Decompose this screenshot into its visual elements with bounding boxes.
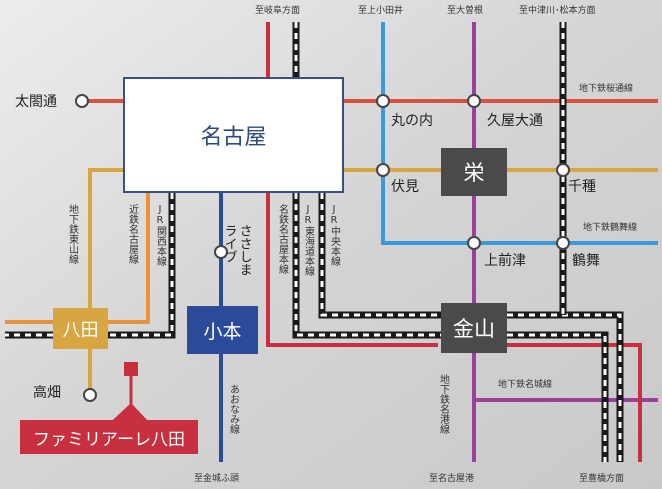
station-box-komoto[interactable]: 小本 bbox=[187, 306, 258, 354]
line-jr-kansai bbox=[108, 193, 174, 337]
direction-gifu: 至岐阜方面 bbox=[255, 6, 301, 16]
station-label-hisayaodori: 久屋大通 bbox=[487, 113, 543, 129]
station-markers bbox=[75, 94, 570, 422]
station-dot-hisayaodori[interactable] bbox=[467, 94, 481, 108]
station-label-nagoya: 名古屋 bbox=[200, 125, 267, 150]
line-label-tokaido: JR東海道本線 bbox=[302, 204, 314, 276]
line-jr-chuo bbox=[320, 193, 441, 317]
line-label-tsurumai: 地下鉄鶴舞線 bbox=[583, 223, 638, 233]
line-label-aonami: あおなみ線 bbox=[227, 384, 239, 434]
line-kintetsu bbox=[108, 193, 150, 324]
direction-nakatsugawa: 至中津川･松本方面 bbox=[519, 6, 596, 16]
station-dot-marunouchi[interactable] bbox=[376, 94, 390, 108]
line-label-chuo: JR中央本線 bbox=[328, 204, 340, 266]
station-box-kanayama[interactable]: 金山 bbox=[441, 303, 507, 353]
property-marker[interactable] bbox=[124, 362, 138, 376]
station-box-hatta[interactable]: 八田 bbox=[53, 308, 108, 349]
line-label-meiko: 地下鉄名港線 bbox=[437, 374, 449, 434]
direction-kamiotai: 至上小田井 bbox=[358, 6, 404, 16]
station-dot-chikusa[interactable] bbox=[556, 163, 570, 177]
station-dot-tsurumai[interactable] bbox=[556, 236, 570, 250]
line-jr-tokaido-s bbox=[294, 193, 441, 337]
direction-toyohashi: 至豊橋方面 bbox=[579, 474, 625, 484]
station-label-marunouchi: 丸の内 bbox=[391, 113, 433, 129]
line-meitetsu-e bbox=[507, 343, 642, 462]
line-label-meitetsu: 名鉄名古屋本線 bbox=[276, 204, 288, 274]
direction-kinjofuto: 至金城ふ頭 bbox=[194, 474, 240, 484]
station-label-hatta: 八田 bbox=[62, 319, 99, 341]
line-label-kintetsu: 近鉄名古屋線 bbox=[126, 204, 138, 264]
station-label-kamimaezu: 上前津 bbox=[484, 253, 526, 269]
station-label-fushimi: 伏見 bbox=[391, 179, 419, 195]
line-label-meijo: 地下鉄名城線 bbox=[498, 380, 553, 390]
direction-nagoyako: 至名古屋港 bbox=[429, 474, 475, 484]
line-jr-chuo-e bbox=[507, 313, 622, 462]
station-label-sasashima-1: ささしま bbox=[236, 224, 252, 276]
property-box[interactable]: ファミリアーレ八田 bbox=[20, 420, 198, 454]
direction-ozone: 至大曽根 bbox=[447, 6, 484, 16]
station-label-takabata: 高畑 bbox=[33, 385, 61, 401]
station-dot-taikodori[interactable] bbox=[75, 94, 89, 108]
line-label-kansai: JR関西本線 bbox=[154, 204, 166, 266]
station-dot-sasashima[interactable] bbox=[214, 245, 228, 259]
station-dot-kamimaezu[interactable] bbox=[467, 236, 481, 250]
line-label-higashiyama: 地下鉄東山線 bbox=[66, 204, 78, 264]
station-box-sakae[interactable]: 栄 bbox=[441, 148, 507, 196]
station-label-sasashima-2: ライブ bbox=[221, 224, 237, 263]
station-dot-takabata[interactable] bbox=[83, 388, 97, 402]
station-label-chikusa: 千種 bbox=[568, 179, 596, 195]
station-label-sakae: 栄 bbox=[463, 161, 485, 185]
property-label: ファミリアーレ八田 bbox=[33, 429, 185, 450]
station-label-komoto: 小本 bbox=[203, 320, 242, 343]
station-label-taikodori: 太閤通 bbox=[15, 94, 57, 110]
station-label-kanayama: 金山 bbox=[453, 317, 495, 341]
station-dot-fushimi[interactable] bbox=[376, 163, 390, 177]
line-label-sakuradori: 地下鉄桜通線 bbox=[579, 84, 634, 94]
line-jr-main-e-base bbox=[507, 331, 609, 462]
station-label-tsurumai: 鶴舞 bbox=[572, 253, 600, 269]
station-box-nagoya[interactable]: 名古屋 bbox=[123, 77, 344, 193]
